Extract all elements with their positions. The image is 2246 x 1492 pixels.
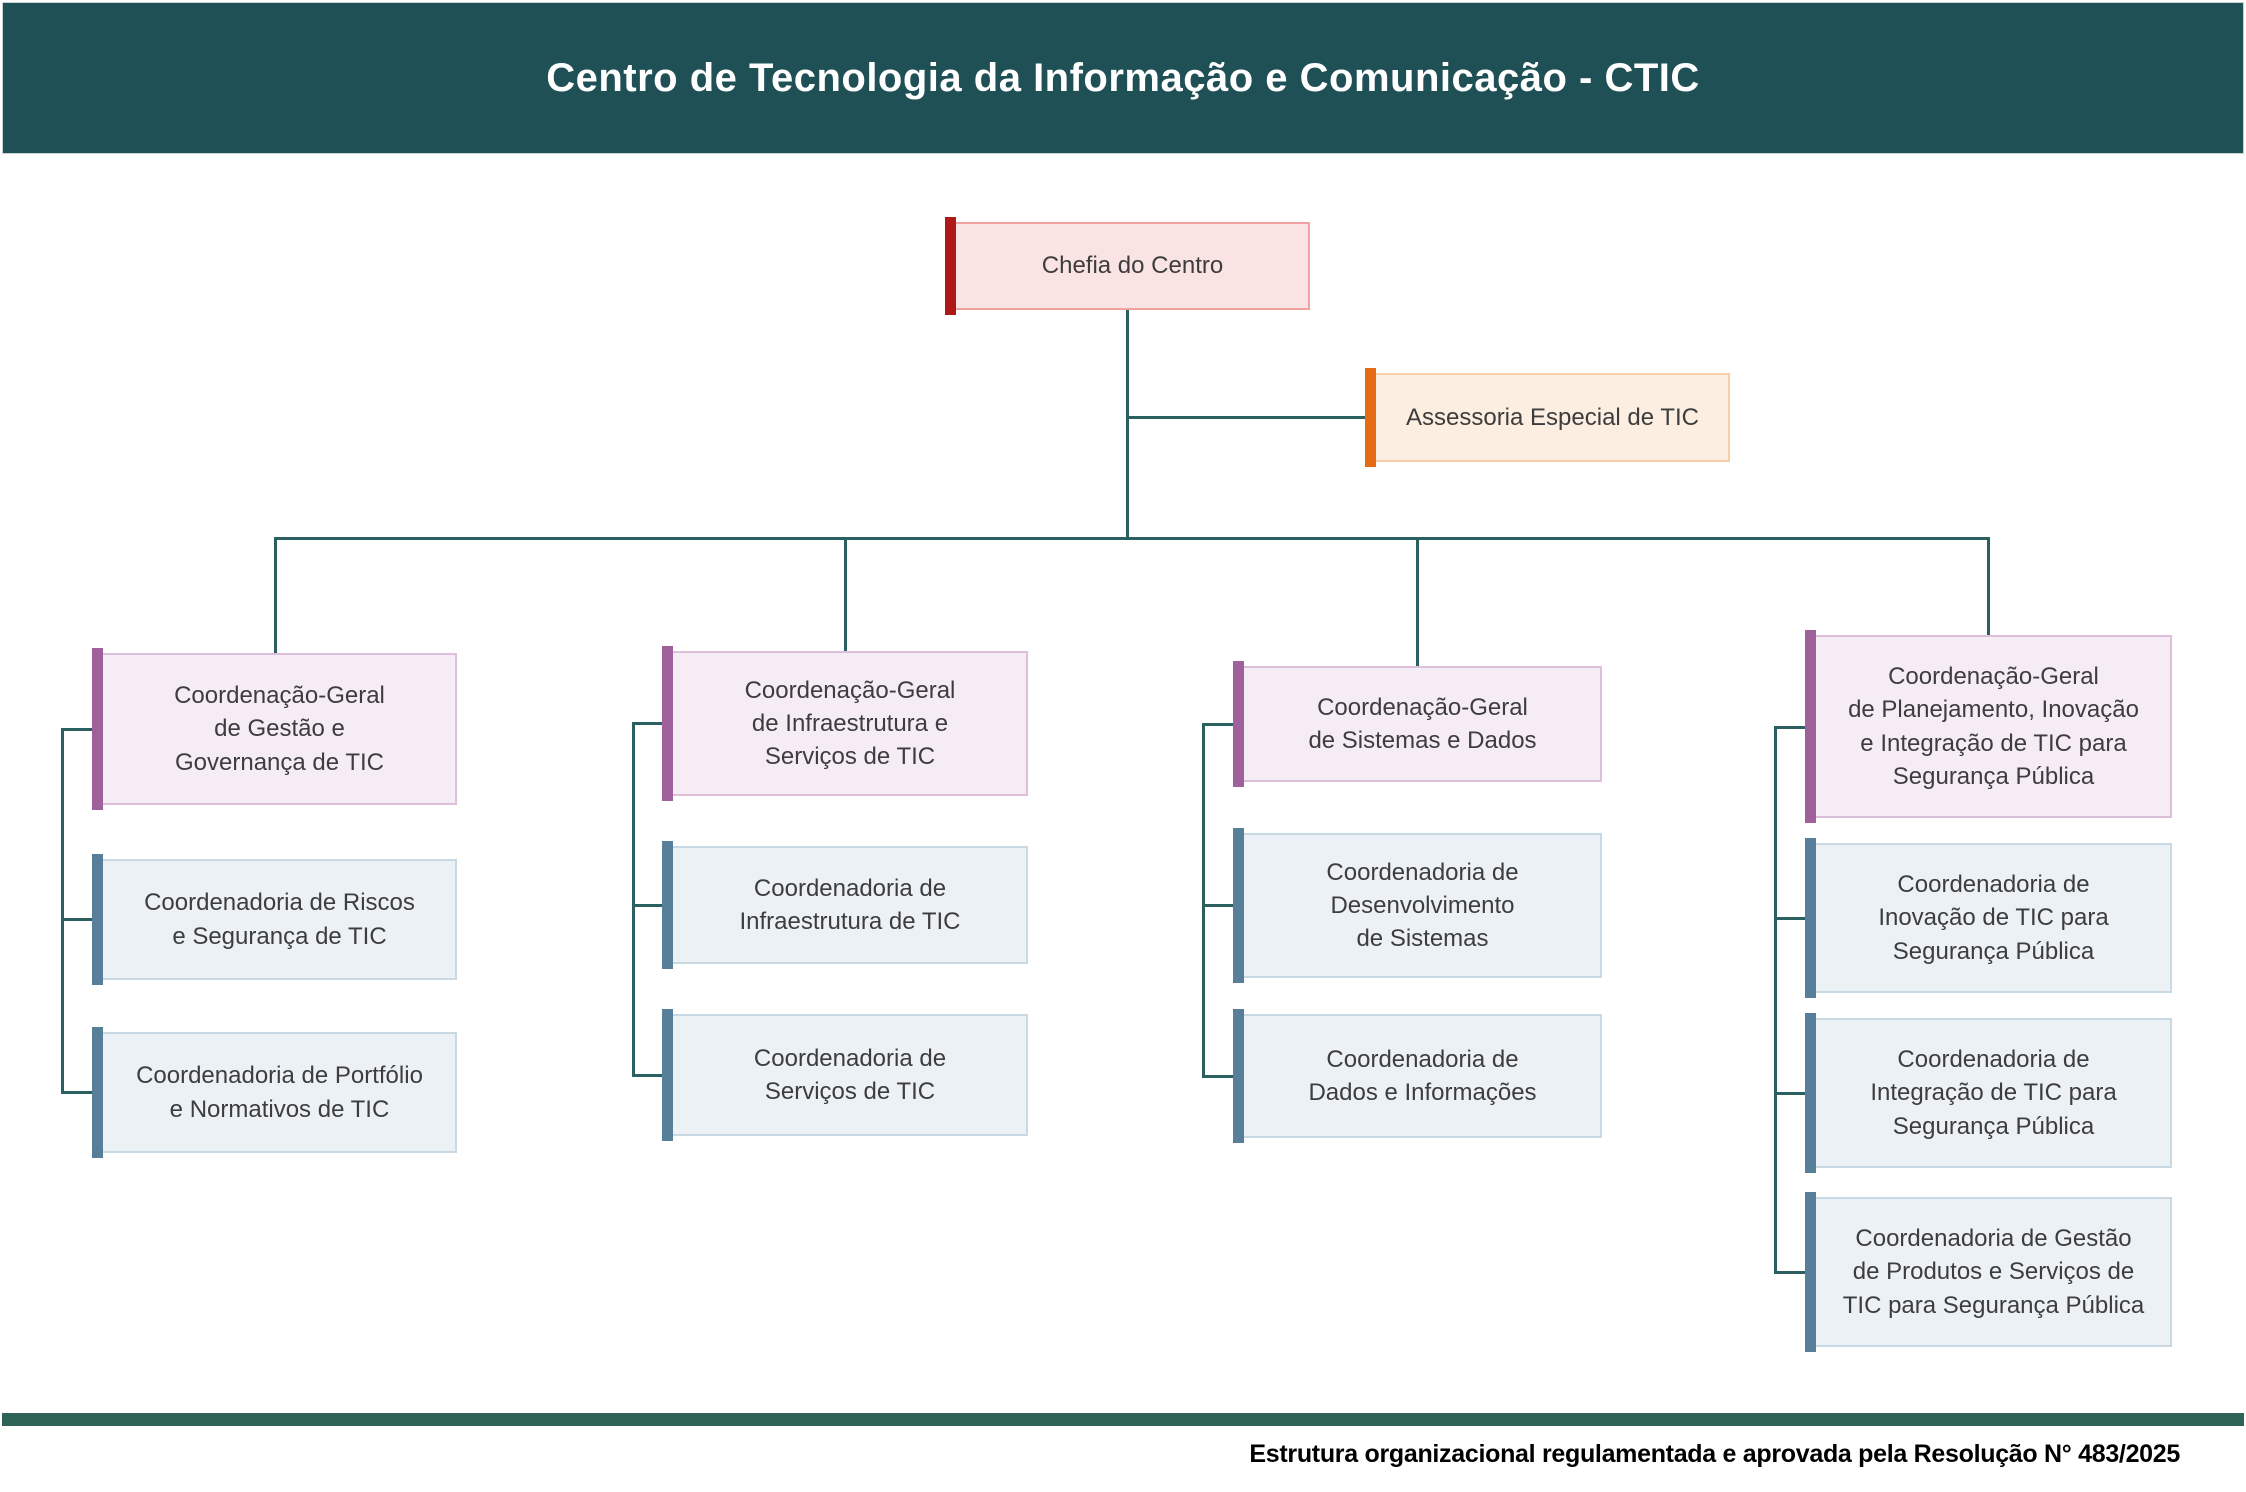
box-label: Coordenadoria de Portfólio e Normativos … — [136, 1062, 423, 1123]
box-coord-desenvolvimento-sistemas: Coordenadoria de Desenvolvimento de Sist… — [1233, 828, 1602, 983]
accent-bar — [1805, 1013, 1816, 1173]
connector-line — [61, 918, 92, 921]
box-label: Coordenadoria de Gestão de Produtos e Se… — [1842, 1225, 2145, 1319]
box-label: Coordenadoria de Riscos e Segurança de T… — [144, 889, 415, 950]
connector-line — [1416, 537, 1419, 666]
accent-bar — [1805, 630, 1816, 823]
box-chefia-do-centro: Chefia do Centro — [945, 217, 1310, 315]
box-assessoria-especial: Assessoria Especial de TIC — [1365, 368, 1730, 467]
connector-line — [61, 728, 92, 731]
connector-line — [274, 537, 277, 653]
accent-bar — [92, 648, 103, 810]
box-cg-sistemas-dados: Coordenação-Geral de Sistemas e Dados — [1233, 661, 1602, 787]
box-label: Coordenação-Geral de Planejamento, Inova… — [1848, 663, 2139, 790]
box-label: Chefia do Centro — [1041, 252, 1224, 280]
connector-line — [61, 1091, 92, 1094]
accent-bar — [92, 854, 103, 985]
accent-bar — [1233, 828, 1244, 983]
footer-note: Estrutura organizacional regulamentada e… — [1249, 1440, 2180, 1468]
box-coord-portfolio-normativos: Coordenadoria de Portfólio e Normativos … — [92, 1027, 457, 1158]
box-coord-gestao-produtos-servicos: Coordenadoria de Gestão de Produtos e Se… — [1805, 1192, 2172, 1352]
box-coord-servicos: Coordenadoria de Serviços de TIC — [662, 1009, 1028, 1141]
box-cg-gestao-governanca: Coordenação-Geral de Gestão e Governança… — [92, 648, 457, 810]
accent-bar — [92, 1027, 103, 1158]
box-label: Coordenadoria de Dados e Informações — [1308, 1045, 1537, 1106]
connector-line — [274, 537, 1990, 540]
box-label: Coordenadoria de Inovação de TIC para Se… — [1878, 871, 2109, 965]
box-label: Coordenação-Geral de Infraestrutura e Se… — [744, 676, 956, 771]
box-label: Coordenação-Geral de Gestão e Governança… — [174, 682, 385, 776]
box-cg-infraestrutura-servicos: Coordenação-Geral de Infraestrutura e Se… — [662, 646, 1028, 801]
connector-line — [61, 728, 64, 1094]
connector-line — [1126, 416, 1365, 419]
connector-line — [632, 904, 662, 907]
connector-line — [1774, 726, 1805, 729]
box-coord-infraestrutura: Coordenadoria de Infraestrutura de TIC — [662, 841, 1028, 969]
box-coord-riscos-seguranca: Coordenadoria de Riscos e Segurança de T… — [92, 854, 457, 985]
connector-line — [1126, 310, 1129, 537]
connector-line — [1774, 917, 1805, 920]
accent-bar — [1805, 838, 1816, 998]
footer-bar — [2, 1413, 2244, 1426]
accent-bar — [1233, 1009, 1244, 1143]
connector-line — [844, 537, 847, 651]
connector-line — [632, 1074, 662, 1077]
header-band: Centro de Tecnologia da Informação e Com… — [2, 2, 2244, 154]
connector-line — [1202, 1075, 1233, 1078]
accent-bar — [1365, 368, 1376, 467]
connector-line — [1202, 904, 1233, 907]
box-label: Coordenação-Geral de Sistemas e Dados — [1308, 693, 1537, 754]
connector-line — [1774, 1092, 1805, 1095]
box-label: Coordenadoria de Integração de TIC para … — [1870, 1046, 2117, 1140]
accent-bar — [662, 1009, 673, 1141]
box-cg-planejamento-inovacao-integracao: Coordenação-Geral de Planejamento, Inova… — [1805, 630, 2172, 823]
box-label: Coordenadoria de Serviços de TIC — [753, 1044, 947, 1105]
connector-line — [1987, 537, 1990, 635]
box-coord-inovacao-seguranca-publica: Coordenadoria de Inovação de TIC para Se… — [1805, 838, 2172, 998]
box-label: Assessoria Especial de TIC — [1405, 403, 1699, 431]
box-label: Coordenadoria de Desenvolvimento de Sist… — [1326, 858, 1519, 953]
connector-line — [1774, 726, 1777, 1274]
box-coord-integracao-seguranca-publica: Coordenadoria de Integração de TIC para … — [1805, 1013, 2172, 1173]
connector-line — [632, 722, 662, 725]
accent-bar — [662, 841, 673, 969]
accent-bar — [1233, 661, 1244, 787]
accent-bar — [945, 217, 956, 315]
accent-bar — [1805, 1192, 1816, 1352]
connector-line — [1774, 1271, 1805, 1274]
connector-line — [1202, 723, 1205, 1078]
connector-line — [1202, 723, 1233, 726]
box-coord-dados-informacoes: Coordenadoria de Dados e Informações — [1233, 1009, 1602, 1143]
accent-bar — [662, 646, 673, 801]
page-title: Centro de Tecnologia da Informação e Com… — [546, 55, 1700, 100]
box-label: Coordenadoria de Infraestrutura de TIC — [739, 874, 961, 935]
connector-line — [632, 722, 635, 1077]
